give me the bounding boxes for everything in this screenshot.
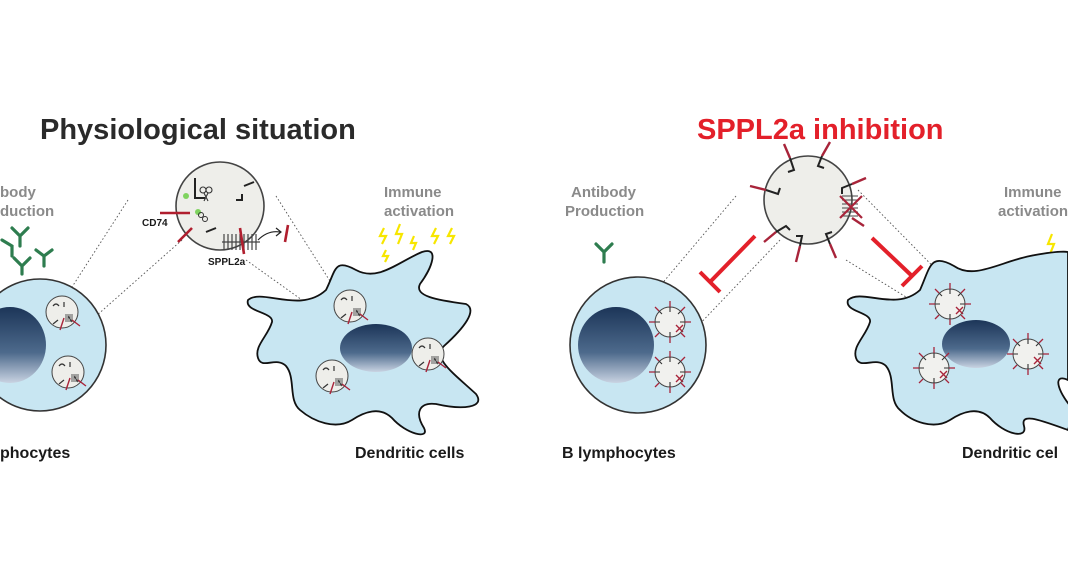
vesicle-icon [648,350,692,394]
left-dendritic-label: Dendritic cells [355,445,464,462]
left-title: Physiological situation [40,114,356,146]
left-b-cell-label: phocytes [0,445,70,462]
right-antibody-label-1: Antibody [571,184,637,201]
right-dendritic-label: Dendritic cel [962,445,1058,462]
left-big-vesicle [160,161,290,255]
dendritic-cell-right [846,250,1068,435]
dendritic-cell-left [247,250,480,436]
right-big-vesicle [749,141,867,263]
lightning-icon [1046,233,1056,255]
inhibition-arrow-icon [698,234,757,294]
right-panel: SPPL2a inhibition Antibody Production Im… [562,114,1068,462]
antibody-icon [594,242,614,264]
scissors-icon [199,186,213,202]
left-panel: Physiological situation body duction pho… [0,114,480,462]
vesicle-icon [648,300,692,344]
right-title: SPPL2a inhibition [697,114,944,146]
antibody-icon [0,226,54,276]
b-lymphocyte-left [0,278,107,412]
right-antibody-label-2: Production [565,203,644,220]
b-lymphocyte-right [569,276,707,414]
lightning-icon [378,223,456,263]
left-antibody-label-2: duction [0,203,54,220]
vesicle-icon [912,346,956,390]
cd74-label: CD74 [142,218,168,229]
left-antibody-label-1: body [0,184,36,201]
right-immune-label-1: Immune [1004,184,1062,201]
left-immune-label-1: Immune [384,184,442,201]
left-immune-label-2: activation [384,203,454,220]
right-immune-label-2: activation [998,203,1068,220]
sppl2a-label: SPPL2a [208,257,246,268]
inhibition-arrow-icon [870,236,924,288]
vesicle-icon [928,282,972,326]
right-b-cell-label: B lymphocytes [562,445,676,462]
vesicle-icon [1006,332,1050,376]
scissors-icon [198,212,208,222]
